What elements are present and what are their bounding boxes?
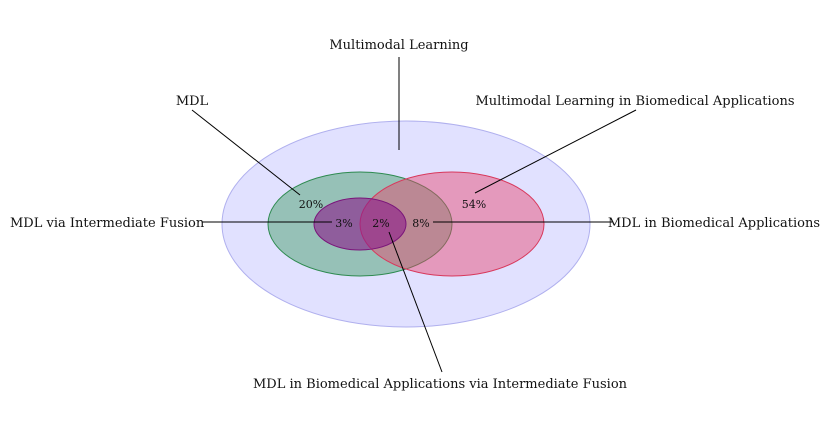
pct-mdl-biomedical-intermediate-fusion: 2% — [372, 217, 389, 230]
label-mdl-biomedical: MDL in Biomedical Applications — [608, 216, 820, 231]
label-mdl-biomedical-intermediate-fusion: MDL in Biomedical Applications via Inter… — [253, 377, 628, 392]
pct-multimodal-biomedical: 54% — [462, 198, 486, 211]
label-multimodal-biomedical: Multimodal Learning in Biomedical Applic… — [475, 94, 794, 109]
pct-mdl-intermediate-fusion: 3% — [335, 217, 352, 230]
leader-mdl-biomedical-intermediate-fusion — [388, 231, 443, 373]
leader-mdl — [191, 109, 301, 196]
pct-mdl: 20% — [299, 198, 323, 211]
pct-mdl-biomedical: 8% — [412, 217, 429, 230]
label-multimodal-learning: Multimodal Learning — [329, 38, 468, 53]
label-mdl: MDL — [176, 94, 209, 109]
leader-multimodal-biomedical — [474, 109, 637, 194]
mdl-intermediate-fusion-region — [313, 197, 407, 251]
label-mdl-intermediate-fusion: MDL via Intermediate Fusion — [10, 216, 205, 231]
